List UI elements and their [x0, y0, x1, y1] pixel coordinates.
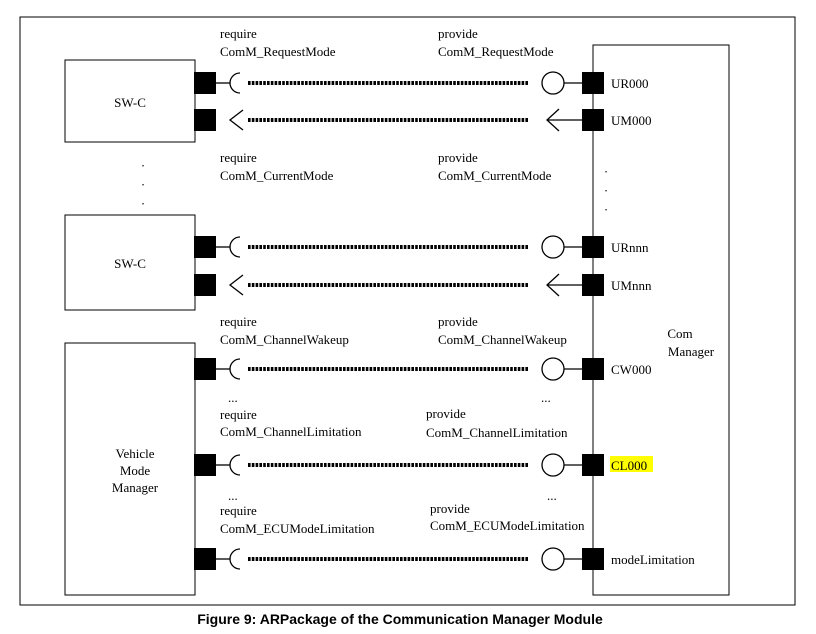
vdots-right-1: · — [604, 164, 608, 179]
hdots-left-2: ... — [228, 488, 238, 503]
comm-label-line-1: Com — [667, 326, 692, 341]
sender-arrow-head — [546, 273, 560, 297]
vdots-right-2: · — [604, 183, 608, 198]
swc-bottom-box — [64, 214, 196, 311]
swc-bottom-label: SW-C — [114, 256, 146, 271]
hdots-right-1: ... — [541, 390, 551, 405]
receiver-port-symbol — [228, 274, 244, 296]
swc-top-box — [64, 59, 196, 143]
port-label-cl000: CL000 — [611, 458, 647, 473]
receiver-port-symbol — [228, 109, 244, 131]
require-keyword: require — [220, 314, 257, 329]
provided-port-square — [582, 236, 604, 258]
provide-keyword: provide — [438, 150, 478, 165]
required-port-square — [194, 236, 216, 258]
provided-port-square — [582, 274, 604, 296]
provide-keyword: provide — [430, 501, 470, 516]
port-label-ur000: UR000 — [611, 76, 649, 91]
require-keyword: require — [220, 407, 257, 422]
socket-arc — [229, 358, 241, 380]
connector-um000: UM000 — [194, 108, 651, 132]
provided-interface-name: ComM_RequestMode — [438, 44, 554, 59]
required-interface-name: ComM_ECUModeLimitation — [220, 521, 375, 536]
socket-arc — [229, 454, 241, 476]
hdots-left-1: ... — [228, 390, 238, 405]
provided-interface-name: ComM_ChannelWakeup — [438, 332, 567, 347]
vmm-label-line-2: Mode — [120, 463, 151, 478]
hdots-right-2: ... — [547, 488, 557, 503]
required-port-square — [194, 72, 216, 94]
required-interface-name: ComM_CurrentMode — [220, 168, 334, 183]
provided-interface-name: ComM_CurrentMode — [438, 168, 552, 183]
connector-modelimitation: modeLimitation requireComM_ECUModeLimitat… — [194, 501, 695, 571]
required-port-square — [194, 454, 216, 476]
provide-keyword: provide — [438, 314, 478, 329]
provided-interface-name: ComM_ECUModeLimitation — [430, 518, 585, 533]
provided-port-square — [582, 109, 604, 131]
connector-umnnn: UMnnn — [194, 273, 652, 297]
sender-arrow-head — [546, 108, 560, 132]
port-label-cw000: CW000 — [611, 362, 651, 377]
required-port-square — [194, 358, 216, 380]
required-interface-name: ComM_ChannelLimitation — [220, 424, 362, 439]
figure-frame — [19, 16, 796, 606]
swc-top-label: SW-C — [114, 95, 146, 110]
require-keyword: require — [220, 503, 257, 518]
require-keyword: require — [220, 26, 257, 41]
com-manager-box — [592, 44, 730, 596]
provided-interface-ball — [541, 71, 565, 95]
provide-keyword: provide — [438, 26, 478, 41]
provided-interface-ball — [541, 357, 565, 381]
required-interface-name: ComM_RequestMode — [220, 44, 336, 59]
provided-interface-ball — [541, 547, 565, 571]
port-label-modelimitation: modeLimitation — [611, 552, 695, 567]
port-label-um000: UM000 — [611, 113, 651, 128]
provide-keyword: provide — [426, 406, 466, 421]
vdots-left-3: · — [141, 196, 145, 211]
socket-arc — [229, 72, 241, 94]
vdots-right-3: · — [604, 202, 608, 217]
required-port-square — [194, 548, 216, 570]
provided-interface-ball — [541, 235, 565, 259]
vdots-left-1: · — [141, 158, 145, 173]
provided-port-square — [582, 72, 604, 94]
port-label-highlight — [610, 456, 653, 472]
port-label-umnnn: UMnnn — [611, 278, 652, 293]
vdots-left-2: · — [141, 177, 145, 192]
comm-label-line-2: Manager — [668, 344, 715, 359]
provided-port-square — [582, 548, 604, 570]
provided-port-square — [582, 358, 604, 380]
required-interface-name: ComM_ChannelWakeup — [220, 332, 349, 347]
vmm-label-line-1: Vehicle — [116, 446, 155, 461]
socket-arc — [229, 548, 241, 570]
figure-caption: Figure 9: ARPackage of the Communication… — [197, 611, 603, 627]
provided-interface-ball — [541, 453, 565, 477]
required-port-square — [194, 274, 216, 296]
provided-interface-name: ComM_ChannelLimitation — [426, 425, 568, 440]
vmm-label-line-3: Manager — [112, 480, 159, 495]
port-label-urnnn: URnnn — [611, 240, 649, 255]
required-port-square — [194, 109, 216, 131]
provided-port-square — [582, 454, 604, 476]
require-keyword: require — [220, 150, 257, 165]
socket-arc — [229, 236, 241, 258]
